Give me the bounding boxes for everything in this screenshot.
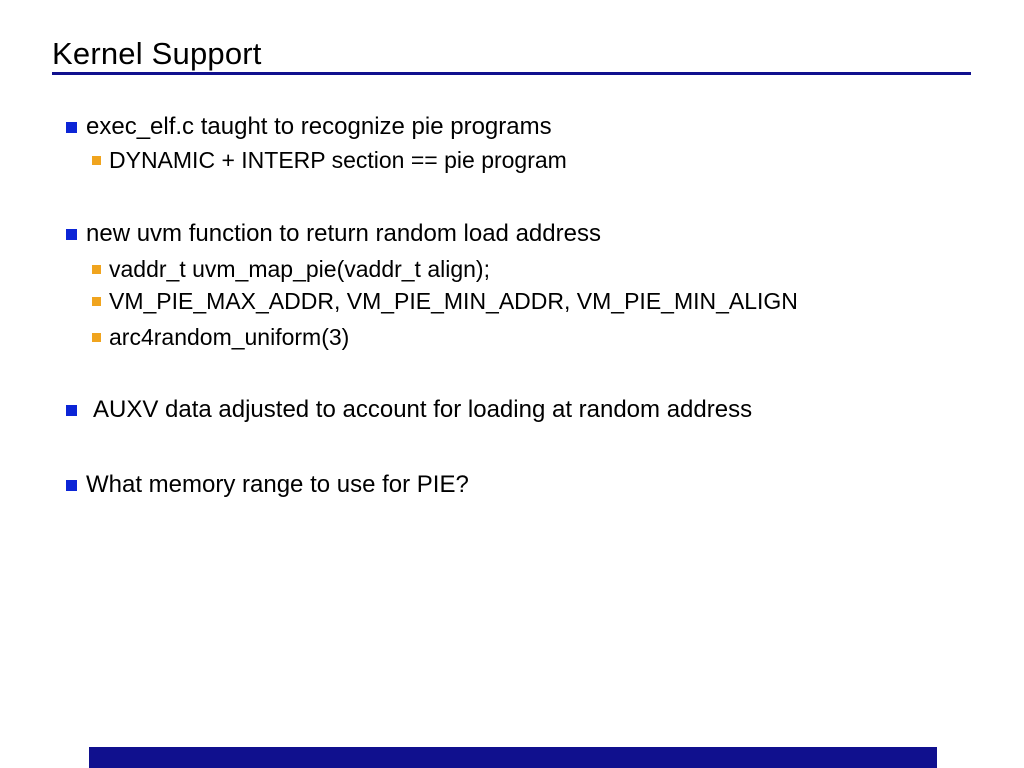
bullet-text: vaddr_t uvm_map_pie(vaddr_t align); [109, 255, 490, 282]
bullet-l2-square-icon [92, 332, 101, 342]
bullet-l1-square-icon [66, 121, 77, 133]
bullet-text: What memory range to use for PIE? [86, 471, 469, 498]
bullet-item-8: What memory range to use for PIE? [66, 470, 469, 500]
bullet-l1-square-icon [66, 404, 77, 416]
bullet-l2-square-icon [92, 155, 101, 165]
title-underline [52, 72, 971, 75]
page-title: Kernel Support [52, 36, 262, 71]
footer-bar [89, 747, 937, 768]
bullet-l1-square-icon [66, 228, 77, 240]
bullet-item-2: DYNAMIC + INTERP section == pie program [92, 145, 567, 175]
bullet-item-6: arc4random_uniform(3) [92, 322, 349, 352]
bullet-item-5: VM_PIE_MAX_ADDR, VM_PIE_MIN_ADDR, VM_PIE… [92, 286, 798, 316]
bullet-l1-square-icon [66, 479, 77, 491]
bullet-text: VM_PIE_MAX_ADDR, VM_PIE_MIN_ADDR, VM_PIE… [109, 287, 798, 314]
bullet-l2-square-icon [92, 296, 101, 306]
bullet-item-4: vaddr_t uvm_map_pie(vaddr_t align); [92, 254, 490, 284]
bullet-text: AUXV data adjusted to account for loadin… [93, 396, 753, 423]
bullet-text: exec_elf.c taught to recognize pie progr… [86, 113, 552, 140]
bullet-text: new uvm function to return random load a… [86, 220, 601, 247]
bullet-text: arc4random_uniform(3) [109, 323, 350, 350]
bullet-l2-square-icon [92, 264, 101, 274]
bullet-item-1: exec_elf.c taught to recognize pie progr… [66, 112, 552, 142]
bullet-item-3: new uvm function to return random load a… [66, 219, 601, 249]
bullet-text: DYNAMIC + INTERP section == pie program [109, 146, 567, 173]
bullet-item-7: AUXV data adjusted to account for loadin… [66, 395, 752, 425]
